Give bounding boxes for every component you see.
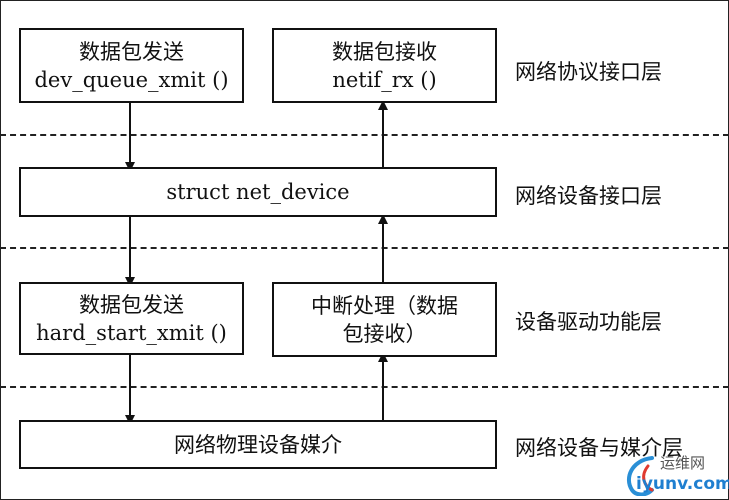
packet-receive-box: 数据包接收 netif_rx () — [272, 28, 497, 103]
packet-send-box: 数据包发送 dev_queue_xmit () — [19, 28, 244, 103]
watermark-url-text: iyunv.com — [636, 474, 729, 494]
driver-send-function: hard_start_xmit () — [36, 320, 227, 345]
layer-label-media: 网络设备与媒介层 — [515, 436, 683, 460]
layer-divider-1 — [0, 134, 729, 136]
net-device-label: struct net_device — [166, 180, 350, 204]
interrupt-handler-line1: 中断处理（数据 — [311, 293, 458, 318]
physical-media-box: 网络物理设备媒介 — [19, 420, 497, 469]
driver-send-box: 数据包发送 hard_start_xmit () — [19, 282, 244, 355]
watermark-logo: 运维网 iyunv.com — [622, 450, 729, 498]
packet-receive-function: netif_rx () — [332, 67, 437, 92]
net-device-box: struct net_device — [19, 167, 497, 217]
layer-label-device-interface: 网络设备接口层 — [515, 184, 662, 208]
layer-divider-3 — [0, 386, 729, 388]
packet-send-function: dev_queue_xmit () — [34, 67, 229, 92]
driver-send-title: 数据包发送 — [79, 292, 184, 317]
interrupt-handler-line2: 包接收） — [342, 321, 427, 346]
interrupt-handler-box: 中断处理（数据 包接收） — [272, 282, 497, 357]
physical-media-label: 网络物理设备媒介 — [174, 432, 342, 457]
packet-receive-title: 数据包接收 — [332, 39, 437, 64]
watermark-swirl-icon — [626, 456, 654, 496]
watermark-cn-text: 运维网 — [660, 454, 706, 472]
layer-label-driver: 设备驱动功能层 — [515, 310, 662, 334]
layer-divider-2 — [0, 247, 729, 249]
packet-send-title: 数据包发送 — [79, 39, 184, 64]
layer-label-protocol: 网络协议接口层 — [515, 60, 662, 84]
